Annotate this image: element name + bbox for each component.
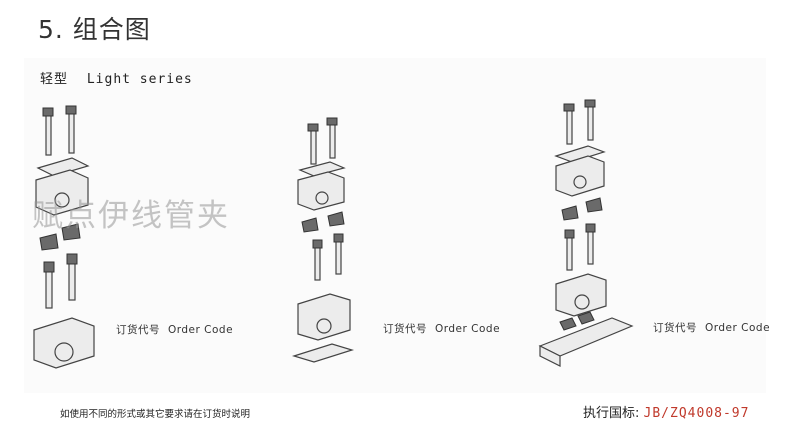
stud-3b <box>587 227 594 265</box>
pipe-seat-lower-1 <box>54 342 74 362</box>
assembly-2 <box>291 117 355 363</box>
order-code-2-cn: 订货代号 <box>383 323 427 335</box>
assembly-1 <box>33 105 95 369</box>
bolt-head-2a <box>307 123 319 132</box>
order-code-1-cn: 订货代号 <box>116 324 160 336</box>
bolt-3a <box>566 109 573 145</box>
standard-reference: 执行国标: JB/ZQ4008-97 <box>583 402 749 421</box>
pipe-seat-upper-1 <box>54 192 70 208</box>
diagram-panel <box>24 58 766 393</box>
bracket-1a <box>39 233 59 251</box>
order-code-3-cn: 订货代号 <box>653 322 697 334</box>
assembly-3 <box>538 99 634 367</box>
bolt-1a <box>45 114 52 156</box>
order-code-2-en: Order Code <box>435 323 501 335</box>
stud-top-1b <box>66 253 78 265</box>
mounting-rail-3 <box>538 317 634 357</box>
series-label: 轻型 Light series <box>40 68 193 87</box>
usage-note: 如使用不同的形式或其它要求请在订货时说明 <box>60 409 251 420</box>
bolt-head-3b <box>584 99 596 108</box>
bolt-2a <box>310 129 317 165</box>
bolt-2b <box>329 123 336 159</box>
cover-plate-3 <box>554 145 606 163</box>
series-label-en: Light series <box>86 72 193 87</box>
bolt-1b <box>68 112 75 154</box>
stud-top-3a <box>564 229 575 239</box>
nut-3b <box>577 311 595 325</box>
mounting-rail-side-3 <box>539 345 561 367</box>
stud-3a <box>566 233 573 271</box>
standard-label: 执行国标: <box>583 406 640 421</box>
order-code-1: 订货代号 Order Code <box>116 322 233 337</box>
bracket-1b <box>61 223 81 241</box>
stud-2a <box>314 243 321 281</box>
stud-top-2a <box>312 239 323 249</box>
bolt-3b <box>587 105 594 141</box>
bolt-head-2b <box>326 117 338 126</box>
watermark-text: 赋点伊线管夹 <box>32 198 230 234</box>
bolt-head-3a <box>563 103 575 112</box>
order-code-3-en: Order Code <box>705 322 771 334</box>
stud-top-1a <box>43 261 55 273</box>
cover-plate-2 <box>298 161 346 177</box>
cover-plate-1 <box>36 157 90 177</box>
bracket-2b <box>327 211 345 227</box>
stud-2b <box>335 237 342 275</box>
nut-3a <box>559 317 577 331</box>
upper-clamp-2 <box>297 171 345 211</box>
stud-top-3b <box>585 223 596 233</box>
bracket-3a <box>561 205 579 221</box>
standard-code: JB/ZQ4008-97 <box>643 406 750 421</box>
section-title: 5. 组合图 <box>38 15 151 44</box>
base-plate-2 <box>291 343 355 363</box>
pipe-seat-upper-2 <box>315 191 329 205</box>
order-code-1-en: Order Code <box>168 324 234 336</box>
bolt-head-1a <box>42 107 54 117</box>
lower-clamp-2 <box>297 293 351 341</box>
pipe-seat-lower-2 <box>316 318 332 334</box>
order-code-2: 订货代号 Order Code <box>383 321 500 336</box>
stud-top-2b <box>333 233 344 243</box>
bolt-head-1b <box>65 105 77 115</box>
bracket-2a <box>301 217 319 233</box>
order-code-3: 订货代号 Order Code <box>653 320 770 335</box>
pipe-seat-lower-3 <box>574 294 590 310</box>
bracket-3b <box>585 197 603 213</box>
pipe-seat-upper-3 <box>573 175 587 189</box>
series-label-cn: 轻型 <box>40 72 69 87</box>
